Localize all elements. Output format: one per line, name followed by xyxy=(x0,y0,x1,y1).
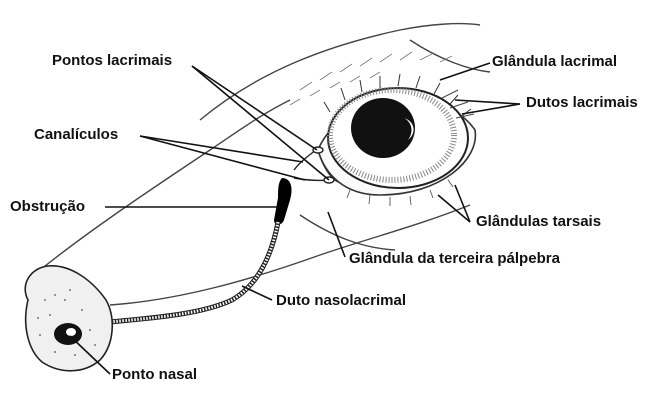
nose xyxy=(25,266,112,371)
label-dutos-lacrimais: Dutos lacrimais xyxy=(526,94,638,112)
eye xyxy=(318,74,475,206)
label-pontos-lacrimais: Pontos lacrimais xyxy=(52,52,172,70)
label-ponto-nasal: Ponto nasal xyxy=(112,366,197,384)
label-obstrucao: Obstrução xyxy=(10,198,85,216)
label-glandula-lacrimal: Glândula lacrimal xyxy=(492,53,617,71)
obstruction-mark xyxy=(274,178,292,225)
label-glandulas-tarsais: Glândulas tarsais xyxy=(476,213,601,231)
label-duto-nasolacrimal: Duto nasolacrimal xyxy=(276,292,406,310)
label-glandula-terceira-palpebra: Glândula da terceira pálpebra xyxy=(349,250,560,268)
label-canaliculos: Canalículos xyxy=(34,126,118,144)
nasolacrimal-duct xyxy=(110,222,278,322)
